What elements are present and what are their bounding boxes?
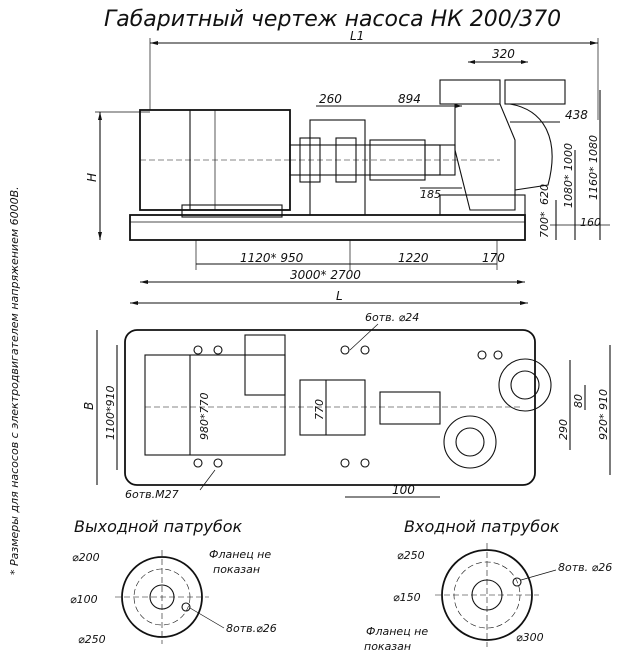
dim-1080: 1080* 1000 [562,143,575,208]
arrow [520,301,528,305]
plan-base [124,329,536,486]
plan-outlet-flange [443,415,497,469]
dim-1120: 1120* 950 [240,251,304,265]
pump-inlet-flange [504,79,566,105]
outlet-flange-note-1: Фланец не [209,548,271,561]
outlet-bolt-hole [181,602,191,612]
plan-coupling-guard [299,379,366,436]
leader-line [199,469,216,491]
outlet-heading: Выходной патрубок [74,517,243,536]
pump-inlet-pipe [509,103,553,191]
label-L1: L1 [350,29,364,43]
dim-160: 160 [580,216,601,229]
dim-100: 100 [392,483,415,497]
leader-line [189,607,225,629]
inlet-d300: ⌀300 [516,631,544,644]
inlet-flange-note-2: показан [364,640,411,653]
arrow [150,41,158,45]
dim-185: 185 [420,188,441,201]
pump-casing [454,103,516,211]
outlet-nozzle: Выходной патрубок ⌀200 ⌀100 ⌀250 Фланец … [70,517,277,646]
dim-700: 700* [538,211,551,238]
bolt-hole [360,345,370,355]
dim-1220: 1220 [398,251,429,265]
dim-1160: 1160* 1080 [587,135,600,200]
inlet-d150: ⌀150 [393,591,421,604]
outlet-holes: 8отв.⌀26 [226,622,277,635]
bolt-hole [360,458,370,468]
bolt-hole [213,345,223,355]
dim-1100: 1100*910 [104,386,117,441]
dim-80: 80 [572,394,585,408]
inlet-flange-note-1: Фланец не [366,625,428,638]
arrow [98,112,102,120]
leader-line [520,569,557,581]
dim-438: 438 [565,108,588,122]
plan-view: L 6отв. ⌀24 6отв.М27 B 1100*910 [82,289,611,501]
bolt-hole [340,458,350,468]
bolt-hole [213,458,223,468]
base-frame [129,214,526,241]
plan-inlet-flange [498,358,552,412]
bolt-hole [193,345,203,355]
plan-terminal-box [244,334,286,396]
label-B: B [82,402,96,410]
leader-line [349,323,379,351]
arrow [455,104,462,108]
outlet-flange-note-2: показан [213,563,260,576]
arrow [98,232,102,240]
holes-bottom-label: 6отв.М27 [125,488,179,501]
pump-support [439,194,526,216]
dim-320: 320 [492,47,515,61]
motor-feet [181,204,283,218]
arrow [130,301,138,305]
dim-980: 980*770 [198,393,211,441]
inlet-bolt-hole [512,577,522,587]
arrow [590,41,598,45]
dim-290: 290 [557,419,570,440]
inlet-holes: 8отв. ⌀26 [558,561,612,574]
arrow [521,60,528,64]
bolt-hole [477,350,487,360]
coupling-guard [309,119,366,216]
side-view: L1 320 260 894 438 H [85,29,610,284]
bolt-hole [340,345,350,355]
dim-260: 260 [319,92,342,106]
bolt-hole [193,458,203,468]
drawing-title: Габаритный чертеж насоса НК 200/370 [104,7,561,32]
plan-inlet-bore [510,370,540,400]
outlet-d200: ⌀200 [72,551,100,564]
bolt-hole [493,350,503,360]
arrow [140,280,148,284]
holes-top-label: 6отв. ⌀24 [365,311,419,324]
inlet-nozzle: Входной патрубок ⌀250 ⌀150 ⌀300 Фланец н… [364,517,612,653]
outlet-d250: ⌀250 [78,633,106,646]
dim-894: 894 [398,92,421,106]
side-note: * Размеры для насосов с электродвигателе… [8,186,21,575]
label-L: L [336,289,343,303]
pump-outlet-flange [439,79,501,105]
dim-770: 770 [313,399,326,420]
dim-620: 620 [538,184,551,205]
dim-3000: 3000* 2700 [290,268,361,282]
plan-motor [144,354,286,456]
inlet-d250: ⌀250 [397,549,425,562]
dim-920: 920* 910 [597,389,610,440]
dim-170: 170 [482,251,505,265]
arrow [517,280,525,284]
outlet-d100: ⌀100 [70,593,98,606]
inlet-heading: Входной патрубок [404,517,560,536]
arrow [468,60,475,64]
plan-outlet-bore [455,427,485,457]
plan-bearing [379,391,441,425]
label-H: H [85,173,99,182]
inlet-flange-outer [441,549,533,641]
